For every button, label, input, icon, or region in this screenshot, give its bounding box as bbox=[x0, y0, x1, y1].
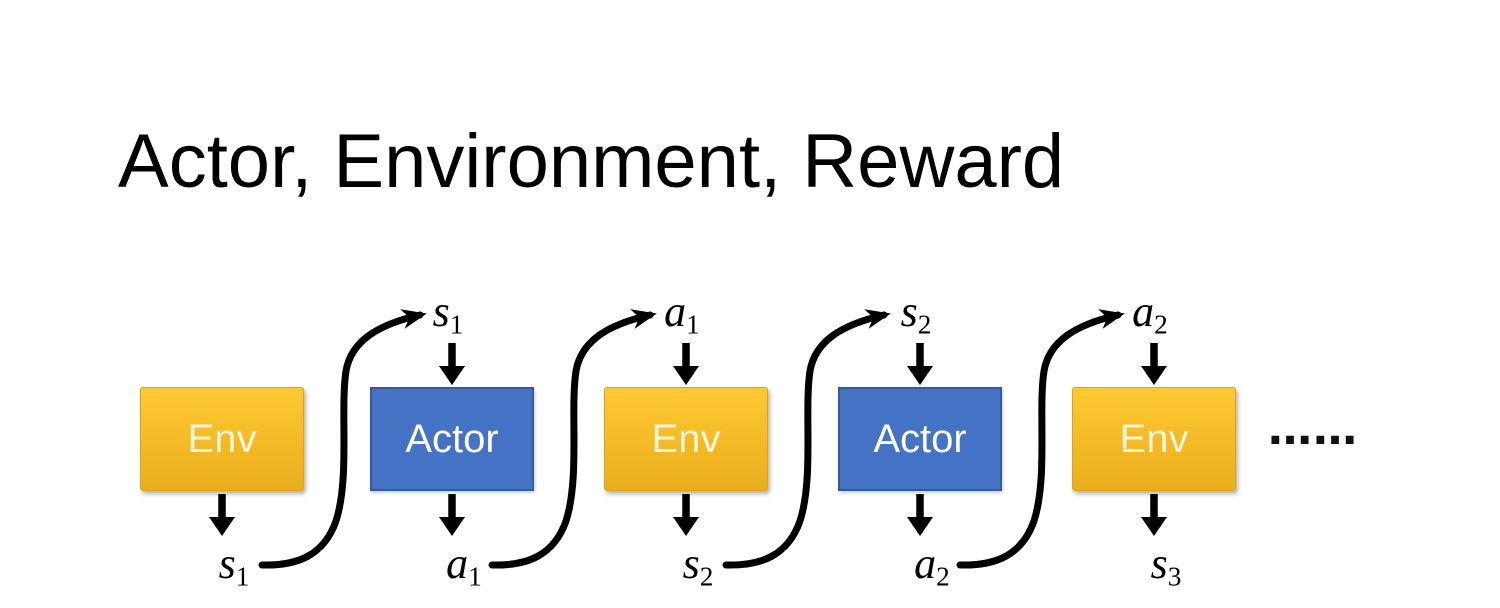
env-box-1: Env bbox=[140, 387, 304, 491]
label-letter: s bbox=[900, 287, 918, 336]
env-box-2-label: Env bbox=[651, 416, 721, 461]
label-letter: a bbox=[1132, 287, 1155, 336]
state-label-s3-bottom: s3 bbox=[1106, 539, 1226, 590]
label-subscript: 2 bbox=[699, 561, 714, 592]
down-arrow-icon bbox=[907, 343, 933, 385]
label-letter: s bbox=[682, 539, 700, 588]
label-subscript: 2 bbox=[917, 309, 932, 340]
label-subscript: 1 bbox=[449, 309, 464, 340]
actor-box-1-label: Actor bbox=[405, 416, 499, 461]
env-box-1-label: Env bbox=[187, 416, 257, 461]
label-letter: s bbox=[432, 287, 450, 336]
down-arrow-icon bbox=[1141, 494, 1167, 536]
curved-arrow-a2 bbox=[960, 315, 1118, 565]
label-subscript: 3 bbox=[1167, 561, 1182, 592]
state-label-s2-bottom: s2 bbox=[638, 539, 758, 590]
curved-arrow-s1 bbox=[262, 315, 420, 565]
state-label-s1-top: s1 bbox=[388, 287, 508, 338]
label-letter: a bbox=[446, 539, 469, 588]
state-label-s1-bottom: s1 bbox=[174, 539, 294, 590]
down-arrow-icon bbox=[439, 494, 465, 536]
label-subscript: 2 bbox=[936, 561, 950, 592]
label-letter: s bbox=[1150, 539, 1168, 588]
state-label-s2-top: s2 bbox=[856, 287, 976, 338]
label-letter: a bbox=[914, 539, 937, 588]
down-arrow-icon bbox=[439, 343, 465, 385]
continuation-dots: …… bbox=[1268, 404, 1358, 455]
label-letter: s bbox=[218, 539, 236, 588]
label-subscript: 2 bbox=[1154, 309, 1168, 340]
down-arrow-icon bbox=[673, 343, 699, 385]
action-label-a2-bottom: a2 bbox=[872, 539, 992, 590]
label-letter: a bbox=[664, 287, 687, 336]
curved-arrow-a1 bbox=[492, 315, 650, 565]
actor-box-2-label: Actor bbox=[873, 416, 967, 461]
label-subscript: 1 bbox=[235, 561, 250, 592]
env-box-3-label: Env bbox=[1119, 416, 1189, 461]
action-label-a1-top: a1 bbox=[622, 287, 742, 338]
env-box-2: Env bbox=[604, 387, 768, 491]
actor-box-1: Actor bbox=[370, 387, 534, 491]
action-label-a1-bottom: a1 bbox=[404, 539, 524, 590]
curved-arrow-s2 bbox=[726, 315, 884, 565]
down-arrow-icon bbox=[673, 494, 699, 536]
label-subscript: 1 bbox=[686, 309, 700, 340]
env-box-3: Env bbox=[1072, 387, 1236, 491]
action-label-a2-top: a2 bbox=[1090, 287, 1210, 338]
down-arrow-icon bbox=[1141, 343, 1167, 385]
slide-title: Actor, Environment, Reward bbox=[118, 119, 1065, 204]
down-arrow-icon bbox=[907, 494, 933, 536]
down-arrow-icon bbox=[209, 494, 235, 536]
actor-box-2: Actor bbox=[838, 387, 1002, 491]
label-subscript: 1 bbox=[468, 561, 482, 592]
